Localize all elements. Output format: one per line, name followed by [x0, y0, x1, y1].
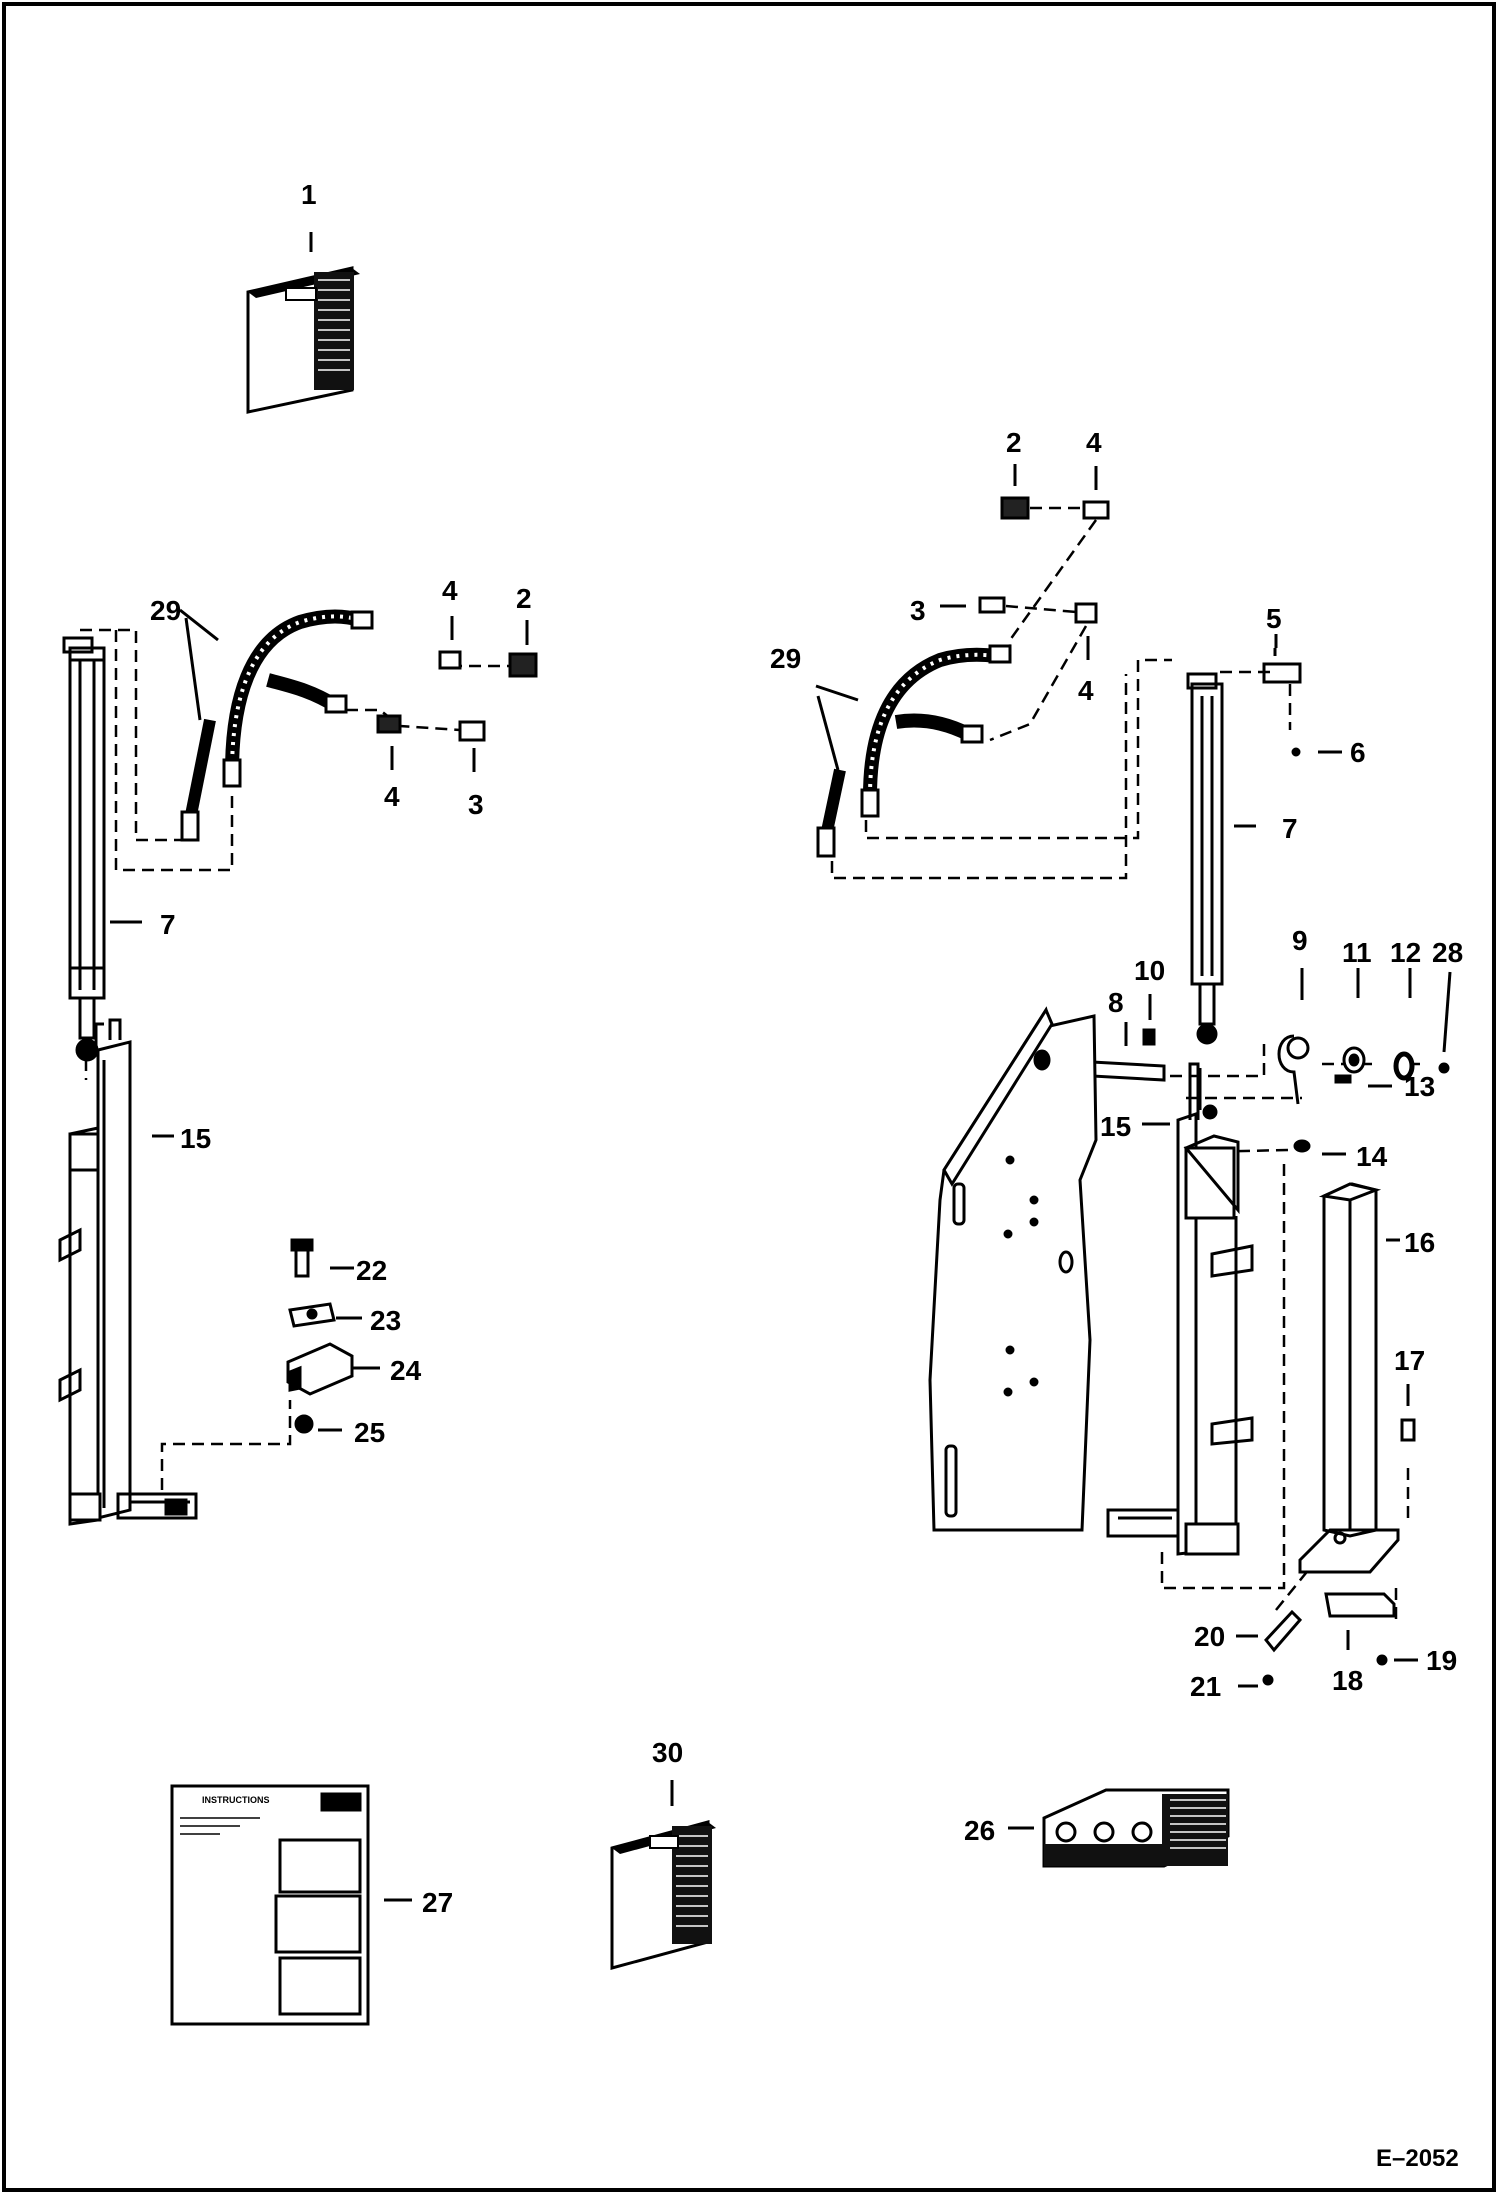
figure-id: E–2052 [1376, 2145, 1459, 2172]
callout-4-right-top: 4 [1086, 427, 1102, 458]
callout-6: 6 [1350, 737, 1366, 768]
left-cylinder-7 [62, 636, 106, 1062]
callout-15-left: 15 [180, 1123, 211, 1154]
callout-4-left-bottom: 4 [384, 781, 400, 812]
callout-3-left: 3 [468, 789, 484, 820]
callout-18: 18 [1332, 1665, 1363, 1696]
callout-1: 1 [301, 179, 317, 210]
pin-parts [1090, 1028, 1450, 1153]
right-cylinder-7 [1186, 662, 1302, 1045]
callout-4-left-top: 4 [442, 575, 458, 606]
callout-26: 26 [964, 1815, 995, 1846]
callout-11: 11 [1342, 937, 1372, 968]
left-hoses-29 [180, 609, 374, 842]
callout-22: 22 [356, 1255, 387, 1286]
callout-25: 25 [354, 1417, 385, 1448]
part-26-control-box [1042, 1788, 1230, 1868]
column-16 [1298, 1182, 1400, 1574]
callout-19: 19 [1426, 1645, 1457, 1676]
mounting-plate [928, 1006, 1098, 1532]
callout-29-right: 29 [770, 643, 801, 674]
callout-10: 10 [1134, 955, 1165, 986]
callout-2-left: 2 [516, 583, 532, 614]
callout-7-right: 7 [1282, 813, 1298, 844]
callout-13: 13 [1404, 1071, 1435, 1102]
callout-9: 9 [1292, 925, 1308, 956]
callout-12: 12 [1390, 937, 1421, 968]
callout-16: 16 [1404, 1227, 1435, 1258]
instruction-sheet-heading: INSTRUCTIONS [202, 1795, 270, 1805]
right-tower-15 [1106, 1062, 1254, 1556]
part-30-box [610, 1820, 716, 1970]
callout-5: 5 [1266, 603, 1282, 634]
callout-28: 28 [1432, 937, 1463, 968]
callout-2-right: 2 [1006, 427, 1022, 458]
callout-7-left: 7 [160, 909, 176, 940]
callout-21: 21 [1190, 1671, 1221, 1702]
callout-29-left: 29 [150, 595, 181, 626]
callout-23: 23 [370, 1305, 401, 1336]
right-fittings [978, 496, 1110, 624]
instruction-sheet-27 [170, 1784, 370, 2026]
part-1-box [246, 266, 360, 414]
left-fittings [376, 650, 538, 742]
callout-30: 30 [652, 1737, 683, 1768]
callout-14: 14 [1356, 1141, 1388, 1172]
callout-3-right: 3 [910, 595, 926, 626]
left-tower-15 [58, 1018, 198, 1526]
callout-4-right-mid: 4 [1078, 675, 1094, 706]
callout-17: 17 [1394, 1345, 1425, 1376]
right-hoses-29 [816, 644, 1012, 858]
callout-27: 27 [422, 1887, 453, 1918]
bracket-parts-22-25 [286, 1238, 354, 1434]
parts-18-21 [1262, 1592, 1396, 1686]
callout-8: 8 [1108, 987, 1124, 1018]
callout-24: 24 [390, 1355, 422, 1386]
callout-20: 20 [1194, 1621, 1225, 1652]
callout-15-right: 15 [1100, 1111, 1131, 1142]
